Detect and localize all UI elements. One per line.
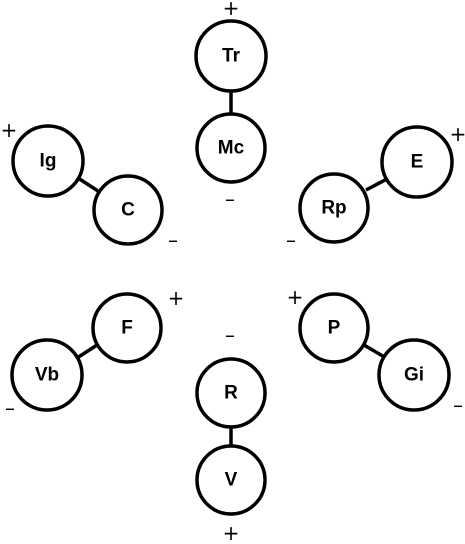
node-e-label: E	[411, 152, 424, 173]
node-vb	[10, 338, 84, 412]
node-c	[92, 174, 164, 246]
node-vb-label: Vb	[35, 365, 59, 386]
dipole-tr-mc: Tr + Mc –	[194, 0, 268, 211]
node-r-label: R	[224, 383, 238, 404]
node-ig-label: Ig	[40, 151, 57, 172]
node-rp-label: Rp	[321, 198, 346, 219]
node-gi-label: Gi	[404, 365, 424, 386]
node-tr-label: Tr	[222, 46, 241, 67]
node-e-charge: +	[450, 122, 465, 146]
node-rp-charge: –	[286, 228, 296, 252]
node-ig	[11, 124, 85, 198]
node-f-label: F	[121, 318, 133, 339]
node-v-charge: +	[223, 521, 240, 544]
node-ig-charge: +	[1, 118, 18, 142]
node-r	[195, 357, 267, 429]
node-c-charge: –	[168, 228, 178, 252]
node-mc-charge: –	[225, 187, 235, 211]
node-tr-charge: +	[223, 0, 240, 20]
node-f	[91, 292, 163, 364]
bond-p-gi	[363, 343, 387, 360]
bond-ig-c	[77, 176, 99, 193]
node-r-charge: –	[225, 323, 235, 347]
node-p-label: P	[328, 318, 341, 339]
node-f-charge: +	[168, 286, 185, 310]
node-p-charge: +	[287, 285, 304, 309]
dipole-f-vb: F + Vb –	[5, 286, 184, 420]
node-gi	[377, 338, 451, 412]
node-tr	[194, 19, 268, 93]
bond-f-vb	[76, 343, 98, 360]
node-mc-label: Mc	[218, 138, 245, 159]
dipole-e-rp: E + Rp –	[286, 122, 465, 252]
dipole-ig-c: Ig + C –	[1, 118, 178, 252]
node-rp	[298, 172, 370, 244]
node-mc	[195, 112, 267, 184]
node-c-label: C	[121, 200, 135, 221]
node-v	[195, 444, 267, 516]
node-e	[380, 125, 454, 199]
node-gi-charge: –	[453, 393, 463, 417]
bond-e-rp	[365, 177, 388, 192]
node-p	[298, 292, 370, 364]
node-vb-charge: –	[5, 396, 15, 420]
dipole-r-v: R – V +	[195, 323, 267, 544]
node-v-label: V	[225, 470, 238, 491]
dipole-p-gi: P + Gi –	[287, 285, 463, 417]
